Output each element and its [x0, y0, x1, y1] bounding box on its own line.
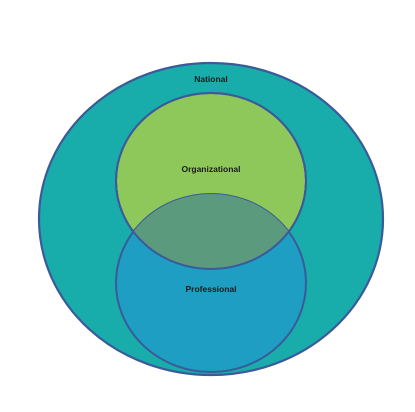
organizational-outline [115, 92, 307, 270]
organizational-label: Organizational [181, 164, 240, 174]
national-label: National [194, 74, 228, 84]
overlap-region [116, 194, 306, 269]
professional-label: Professional [185, 284, 236, 294]
